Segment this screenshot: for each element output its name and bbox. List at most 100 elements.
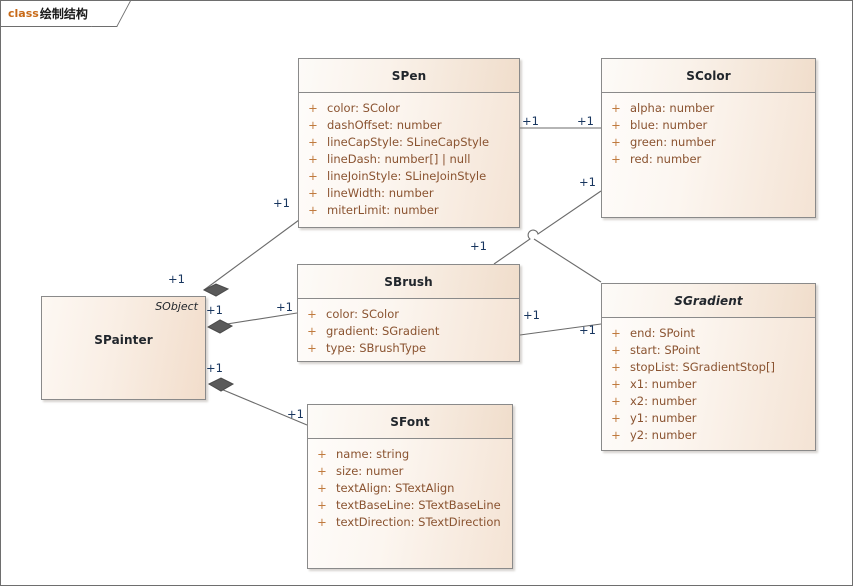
- visibility-marker: +: [611, 101, 621, 115]
- visibility-marker: +: [317, 447, 327, 461]
- attribute-signature: lineWidth: number: [327, 186, 434, 200]
- attribute-signature: start: SPoint: [630, 343, 701, 357]
- attribute-row: + gradient: SGradient: [298, 323, 519, 340]
- class-header-sfont: SFont: [308, 405, 512, 439]
- attribute-signature: gradient: SGradient: [326, 324, 440, 338]
- class-attributes-sbrush: + color: SColor + gradient: SGradient + typ…: [298, 299, 519, 361]
- class-name-sbrush: SBrush: [384, 274, 433, 289]
- mult-sbrush-scolor-target: +1: [579, 175, 596, 189]
- link-spainter-sbrush[interactable]: [206, 312, 298, 334]
- attribute-signature: lineDash: number[] | null: [327, 152, 471, 166]
- link-sbrush-sgradient[interactable]: [519, 323, 602, 336]
- class-name-scolor: SColor: [686, 68, 731, 83]
- attribute-signature: green: number: [630, 135, 716, 149]
- attribute-signature: end: SPoint: [630, 326, 696, 340]
- visibility-marker: +: [308, 169, 318, 183]
- attribute-row: +lineJoinStyle: SLineJoinStyle: [299, 168, 519, 185]
- class-attributes-sfont: + name: string + size: numer + textAlign: S…: [308, 439, 512, 568]
- class-name-spen: SPen: [391, 68, 427, 83]
- attribute-row: +alpha: number: [602, 100, 815, 117]
- attribute-row: +green: number: [602, 134, 815, 151]
- visibility-marker: +: [317, 498, 327, 512]
- attribute-row: + x2: number: [602, 393, 815, 410]
- attribute-row: + miterLimit: number: [299, 202, 519, 219]
- class-name-sfont: SFont: [390, 414, 430, 429]
- diagram-tab-name: 绘制结构: [39, 7, 88, 21]
- visibility-marker: +: [308, 118, 318, 132]
- visibility-marker: +: [611, 118, 621, 132]
- visibility-marker: +: [611, 394, 621, 408]
- link-sbrush-scolor[interactable]: [493, 190, 602, 265]
- attribute-row: + start: SPoint: [602, 342, 815, 359]
- class-box-scolor[interactable]: SColor +alpha: number +blue: number +gre…: [601, 58, 816, 218]
- attribute-row: + end: SPoint: [602, 325, 815, 342]
- attribute-row: + x1: number: [602, 376, 815, 393]
- link-spen-sgradient[interactable]: [533, 238, 602, 283]
- mult-spainter-sfont-source: +1: [206, 361, 223, 375]
- visibility-marker: +: [308, 101, 318, 115]
- class-box-sbrush[interactable]: SBrush + color: SColor + gradient: SGradie…: [297, 264, 520, 362]
- class-header-sbrush: SBrush: [298, 265, 519, 299]
- mult-sbrush-sgradient-source: +1: [523, 308, 540, 322]
- visibility-marker: +: [307, 324, 317, 338]
- visibility-marker: +: [307, 341, 317, 355]
- class-box-spen[interactable]: SPen +color: SColor +dashOffset: number …: [298, 58, 520, 228]
- attribute-row: +lineWidth: number: [299, 185, 519, 202]
- mult-sbrush-sgradient-target: +1: [579, 323, 596, 337]
- attribute-row: + color: SColor: [299, 100, 519, 117]
- class-name-sgradient: SGradient: [674, 293, 743, 308]
- mult-spainter-spen-target: +1: [273, 196, 290, 210]
- attribute-signature: stopList: SGradientStop[]: [630, 360, 775, 374]
- mult-spen-scolor-target: +1: [577, 114, 594, 128]
- mult-sbrush-scolor-source: +1: [470, 239, 487, 253]
- visibility-marker: +: [611, 428, 621, 442]
- attribute-signature: x2: number: [630, 394, 697, 408]
- visibility-marker: +: [611, 411, 621, 425]
- mult-spainter-sfont-target: +1: [287, 407, 304, 421]
- attribute-signature: textAlign: STextAlign: [336, 481, 455, 495]
- class-attributes-sgradient: + end: SPoint + start: SPoint + stopList: S…: [602, 318, 815, 450]
- mult-spainter-spen-source: +1: [168, 272, 185, 286]
- attribute-signature: name: string: [336, 447, 410, 461]
- attribute-signature: type: SBrushType: [326, 341, 427, 355]
- attribute-row: + name: string: [308, 446, 512, 463]
- attribute-row: + red: number: [602, 151, 815, 168]
- visibility-marker: +: [611, 377, 621, 391]
- visibility-marker: +: [611, 360, 621, 374]
- attribute-row: + type: SBrushType: [298, 340, 519, 357]
- attribute-row: +lineCapStyle: SLineCapStyle: [299, 134, 519, 151]
- attribute-signature: dashOffset: number: [327, 118, 442, 132]
- class-name-spainter: SPainter: [94, 333, 153, 347]
- attribute-signature: textDirection: STextDirection: [336, 515, 501, 529]
- link-spainter-spen[interactable]: [202, 219, 300, 297]
- attribute-signature: color: SColor: [327, 101, 400, 115]
- mult-spainter-sbrush-source: +1: [206, 303, 223, 317]
- diagram-tab-keyword: class: [8, 7, 39, 20]
- attribute-signature: miterLimit: number: [327, 203, 439, 217]
- visibility-marker: +: [317, 464, 327, 478]
- attribute-signature: color: SColor: [326, 307, 399, 321]
- attribute-row: + stopList: SGradientStop[]: [602, 359, 815, 376]
- class-header-sgradient: SGradient: [602, 284, 815, 318]
- class-box-sfont[interactable]: SFont + name: string + size: numer + textAl…: [307, 404, 513, 569]
- visibility-marker: +: [611, 343, 621, 357]
- attribute-signature: red: number: [630, 152, 702, 166]
- class-header-spen: SPen: [299, 59, 519, 93]
- class-box-spainter[interactable]: SObject SPainter: [41, 296, 206, 400]
- mult-spen-scolor-source: +1: [522, 114, 539, 128]
- class-header-spainter: SObject SPainter: [42, 297, 205, 399]
- attribute-signature: y2: number: [630, 428, 697, 442]
- visibility-marker: +: [611, 152, 621, 166]
- diagram-title-tab[interactable]: class 绘制结构: [1, 1, 131, 27]
- class-attributes-scolor: +alpha: number +blue: number +green: num…: [602, 93, 815, 217]
- attribute-signature: x1: number: [630, 377, 697, 391]
- visibility-marker: +: [308, 203, 318, 217]
- class-box-sgradient[interactable]: SGradient + end: SPoint + start: SPoint + s…: [601, 283, 816, 451]
- attribute-signature: size: numer: [336, 464, 404, 478]
- visibility-marker: +: [611, 326, 621, 340]
- mult-spainter-sbrush-target: +1: [276, 300, 293, 314]
- visibility-marker: +: [308, 152, 318, 166]
- attribute-row: + y2: number: [602, 427, 815, 444]
- link-spainter-sfont[interactable]: [207, 377, 308, 426]
